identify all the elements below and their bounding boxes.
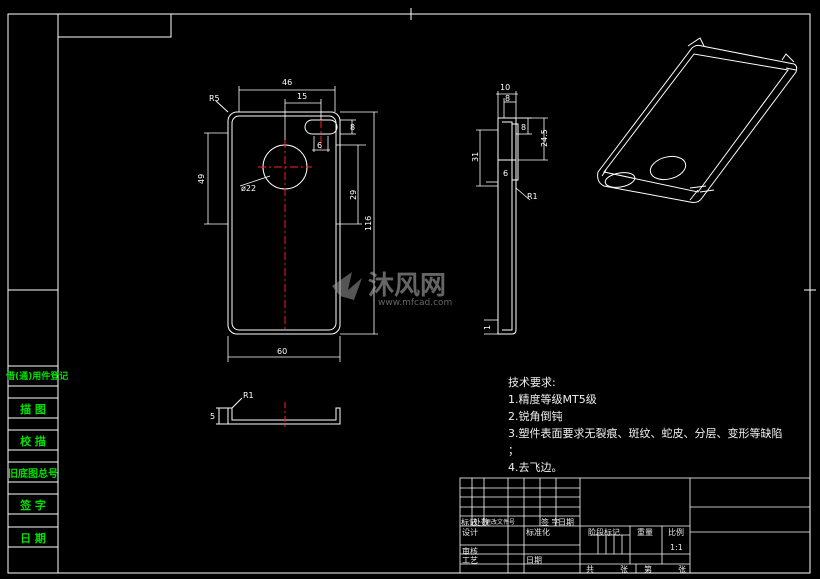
side-view	[497, 117, 519, 335]
dim-side-6: 6	[503, 169, 508, 178]
note-item: 4.去飞边。	[508, 461, 563, 474]
tb-craft: 工艺	[462, 556, 478, 565]
note-item: 3.塑件表面要求无裂痕、斑纹、蛇皮、分层、变形等缺陷	[508, 427, 783, 440]
tb-hdr-date: 日期	[558, 518, 574, 527]
watermark-brand: 沐风网	[368, 271, 446, 301]
dim-side-24-5: 24.5	[540, 129, 549, 147]
note-item: ；	[508, 444, 519, 457]
dim-front-r5: R5	[209, 94, 220, 103]
front-centerline	[258, 120, 322, 330]
margin-ticks	[410, 8, 816, 291]
tb-total: 共	[586, 565, 594, 574]
dim-front-8: 8	[350, 123, 355, 132]
watermark-url: www.mfcad.com	[378, 298, 452, 308]
notes-title: 技术要求:	[508, 376, 556, 389]
tb-page-of: 张	[678, 565, 686, 574]
dim-front-60: 60	[277, 347, 287, 356]
side-label-date: 日 期	[20, 532, 46, 545]
dim-bottom-5: 5	[210, 412, 215, 421]
watermark-logo	[332, 272, 362, 300]
dim-front-116: 116	[364, 216, 373, 231]
tb-hdr-sign: 签 字	[541, 518, 560, 527]
title-block	[459, 477, 811, 574]
tb-sheet: 张	[620, 565, 628, 574]
tb-weight: 重量	[637, 528, 653, 537]
note-item: 1.精度等级MT5级	[508, 393, 597, 406]
side-label-reuse: 借(通)用件登记	[6, 372, 69, 382]
tb-hdr-count: 处数	[473, 518, 489, 527]
front-view	[215, 100, 341, 335]
dim-side-8b: 8	[521, 123, 526, 132]
dim-front-29: 29	[349, 190, 358, 200]
tb-std: 标准化	[526, 528, 550, 537]
dim-front-49: 49	[197, 174, 206, 184]
dim-side-1: 1	[483, 325, 492, 330]
tb-scale: 1:1	[670, 543, 683, 552]
dim-side-10: 10	[500, 83, 510, 92]
front-dimension-lines	[204, 86, 378, 362]
dim-front-46: 46	[282, 78, 292, 87]
bottom-view	[216, 397, 341, 425]
tb-hdr-file: 更改文件号	[485, 519, 516, 526]
tb-page: 第	[644, 565, 652, 574]
tb-design: 设计	[462, 528, 478, 537]
tb-scale-label: 比例	[668, 528, 684, 537]
side-label-sign: 签 字	[20, 499, 46, 512]
dim-bottom-r1: R1	[243, 391, 254, 400]
isometric-view	[597, 37, 798, 203]
dim-side-8: 8	[505, 94, 510, 103]
dim-front-15: 15	[297, 92, 307, 101]
side-label-check: 校 描	[20, 435, 46, 448]
tb-stage: 阶段标记	[588, 528, 620, 537]
tb-hdr-mark: 标记	[461, 518, 477, 527]
note-item: 2.锐角倒钝	[508, 410, 563, 423]
technical-notes: 技术要求: 1.精度等级MT5级 2.锐角倒钝 3.塑件表面要求无裂痕、斑纹、蛇…	[508, 374, 783, 476]
side-label-old-no: 旧底图总号	[8, 469, 58, 480]
dim-front-6: 6	[317, 141, 322, 150]
side-label-boxes	[7, 365, 59, 548]
tb-date: 日期	[526, 556, 542, 565]
dim-side-31: 31	[471, 152, 480, 162]
dim-front-22: ø22	[241, 184, 256, 193]
tb-review: 审核	[462, 547, 478, 556]
side-label-trace: 描 图	[20, 403, 46, 416]
dim-side-r1: R1	[527, 192, 538, 201]
side-dimension-lines	[476, 91, 548, 335]
